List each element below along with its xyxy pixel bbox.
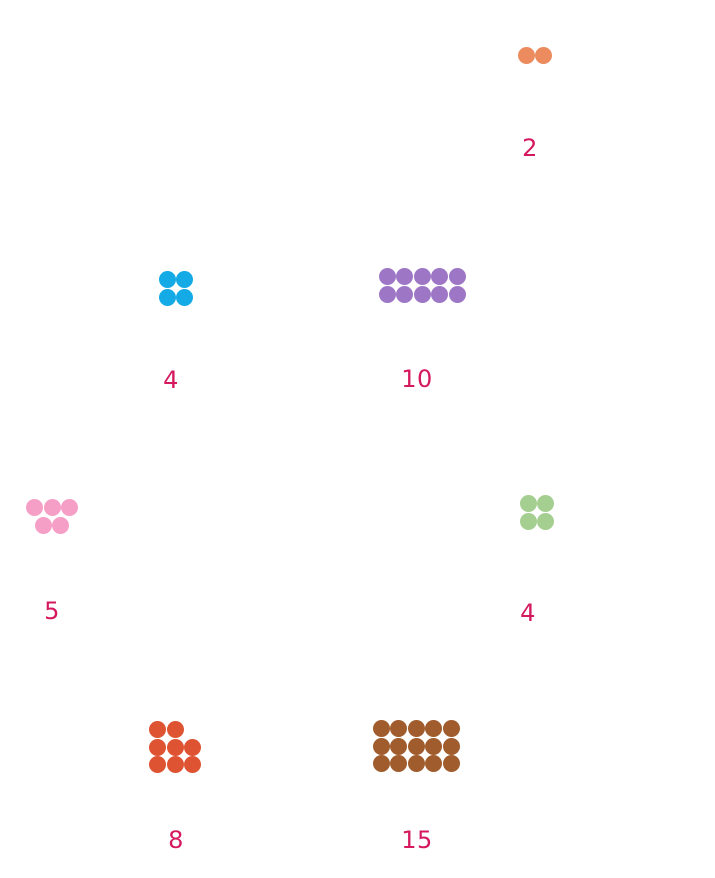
dot (378, 285, 396, 303)
dot (26, 499, 43, 516)
dot (149, 721, 166, 738)
dot (158, 271, 176, 288)
dot (519, 512, 537, 530)
dot (431, 285, 448, 303)
dot (166, 738, 184, 756)
dot (535, 47, 553, 64)
dot (537, 512, 555, 530)
dot (43, 499, 61, 516)
dot (61, 499, 78, 516)
dot (390, 737, 407, 755)
dot (425, 755, 442, 772)
dot (372, 720, 390, 737)
count-label: 15 (401, 826, 433, 854)
dot (166, 756, 184, 773)
dot (52, 516, 70, 534)
dot (166, 721, 184, 738)
dot (413, 285, 431, 303)
dot (378, 268, 396, 285)
dot (372, 755, 390, 772)
dot (396, 285, 413, 303)
dot (390, 720, 407, 737)
dot (448, 285, 466, 303)
count-label: 5 (44, 597, 60, 625)
dot (34, 516, 52, 534)
dot (396, 268, 413, 285)
count-label: 2 (522, 134, 538, 162)
dot (517, 47, 535, 64)
dot (407, 720, 425, 737)
dot (158, 288, 176, 306)
dot (407, 755, 425, 772)
dot (149, 756, 166, 773)
dot (176, 271, 194, 288)
dot (372, 737, 390, 755)
dot (390, 755, 407, 772)
dot (407, 737, 425, 755)
dot (442, 755, 460, 772)
count-label: 4 (520, 599, 536, 627)
dot (448, 268, 466, 285)
dot (184, 738, 201, 756)
dot (425, 720, 442, 737)
dot (149, 738, 166, 756)
dot (431, 268, 448, 285)
dot (425, 737, 442, 755)
count-label: 8 (168, 826, 184, 854)
count-label: 10 (401, 365, 433, 393)
dot (176, 288, 194, 306)
dot (442, 737, 460, 755)
dot (519, 495, 537, 512)
dot (184, 756, 201, 773)
dot (413, 268, 431, 285)
dot (537, 495, 555, 512)
count-label: 4 (163, 366, 179, 394)
dot (442, 720, 460, 737)
